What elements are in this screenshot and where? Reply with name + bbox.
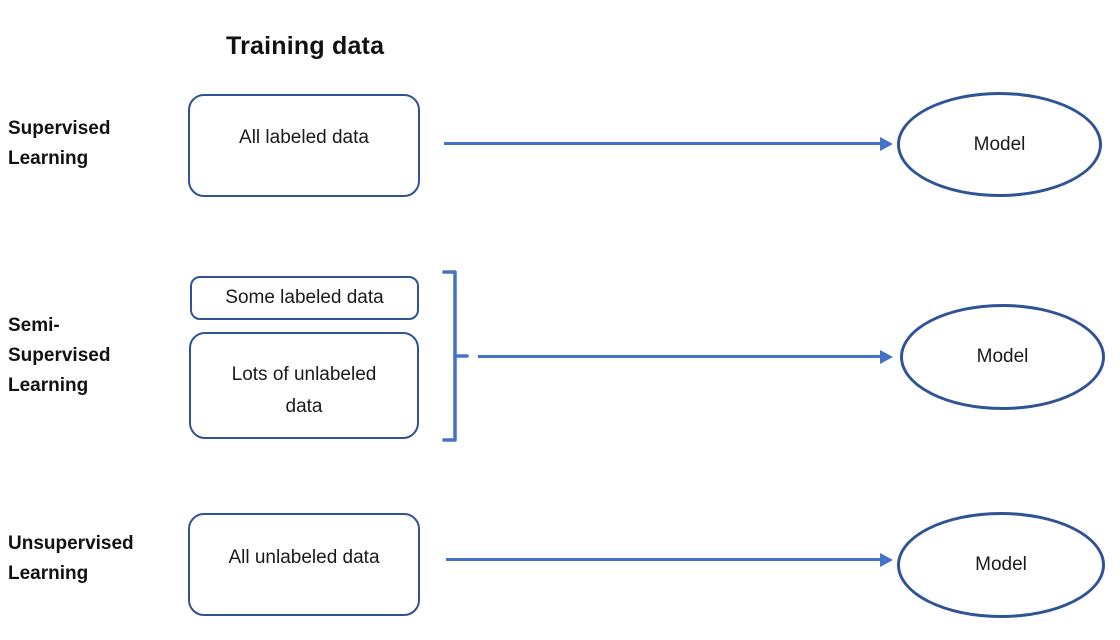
model-label-semi-supervised: Model: [976, 346, 1029, 367]
row-label-semi-supervised-learning: Semi- Supervised Learning: [8, 315, 111, 396]
model-ellipse-semi-supervised: Model: [900, 304, 1105, 410]
grouping-bracket: [442, 270, 469, 442]
row-label-supervised-learning: Supervised Learning: [8, 118, 111, 169]
model-ellipse-supervised: Model: [897, 92, 1102, 197]
box-some-labeled-data-text: Some labeled data: [225, 287, 384, 308]
diagram-title: Training data: [226, 32, 385, 60]
box-all-unlabeled-data-text: All unlabeled data: [228, 546, 380, 568]
box-lots-unlabeled-data: Lots of unlabeled data: [189, 332, 419, 439]
arrow-semi-supervised-to-model: [478, 355, 880, 358]
box-all-labeled-data-text: All labeled data: [239, 126, 369, 148]
box-some-labeled-data: Some labeled data: [190, 276, 419, 320]
row-label-unsupervised-learning: Unsupervised Learning: [8, 533, 134, 584]
model-label-unsupervised: Model: [975, 554, 1027, 575]
box-all-unlabeled-data: All unlabeled data: [188, 513, 420, 616]
model-label-supervised: Model: [973, 133, 1026, 155]
arrow-unsupervised-to-model: [446, 558, 880, 561]
box-all-labeled-data: All labeled data: [188, 94, 420, 197]
box-lots-unlabeled-data-text: Lots of unlabeled data: [231, 363, 377, 417]
model-ellipse-unsupervised: Model: [897, 512, 1105, 618]
arrow-supervised-to-model: [444, 142, 880, 145]
